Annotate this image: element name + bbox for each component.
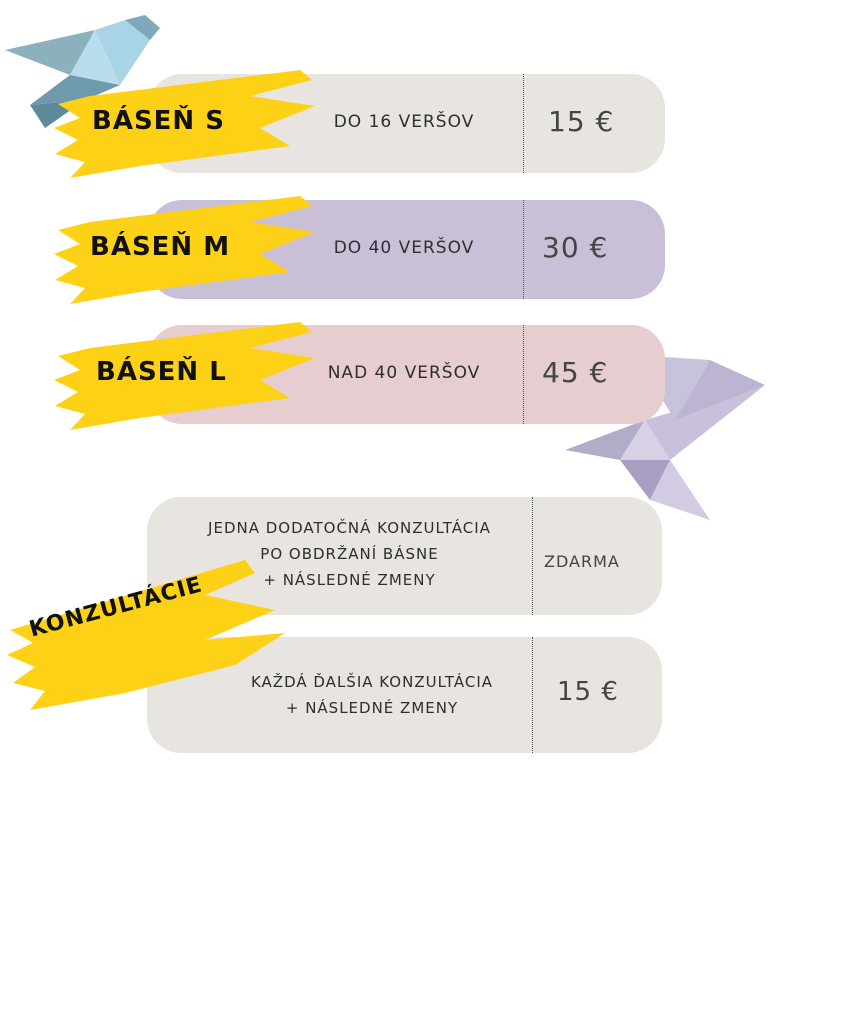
brush-stroke <box>54 322 315 430</box>
card-divider <box>523 325 524 424</box>
card-divider <box>532 637 533 753</box>
package-description: DO 40 VERŠOV <box>333 238 475 258</box>
card-divider <box>523 200 524 299</box>
card-divider <box>523 74 524 173</box>
package-name: BÁSEŇ M <box>90 232 231 262</box>
package-name: BÁSEŇ L <box>96 357 227 387</box>
package-description: DO 16 VERŠOV <box>333 112 475 132</box>
card-divider <box>532 497 533 615</box>
consultation-description: KAŽDÁ ĎALŠIA KONZULTÁCIA + NÁSLEDNÉ ZMEN… <box>250 673 494 717</box>
package-price: 15 € <box>548 105 615 138</box>
brush-stroke <box>54 196 315 304</box>
package-price: 45 € <box>542 356 609 389</box>
consultation-price: 15 € <box>557 677 619 707</box>
package-price: 30 € <box>542 231 609 264</box>
brush-stroke <box>54 70 315 178</box>
consultation-price: ZDARMA <box>544 552 620 571</box>
consultation-description: JEDNA DODATOČNÁ KONZULTÁCIA PO OBDRŽANÍ … <box>208 519 491 589</box>
origami-bird-purple-icon <box>565 355 765 520</box>
consultation-card-1: JEDNA DODATOČNÁ KONZULTÁCIA PO OBDRŽANÍ … <box>147 497 662 615</box>
brush-stroke <box>7 560 285 710</box>
package-name: BÁSEŇ S <box>92 106 225 136</box>
package-description: NAD 40 VERŠOV <box>327 363 481 383</box>
